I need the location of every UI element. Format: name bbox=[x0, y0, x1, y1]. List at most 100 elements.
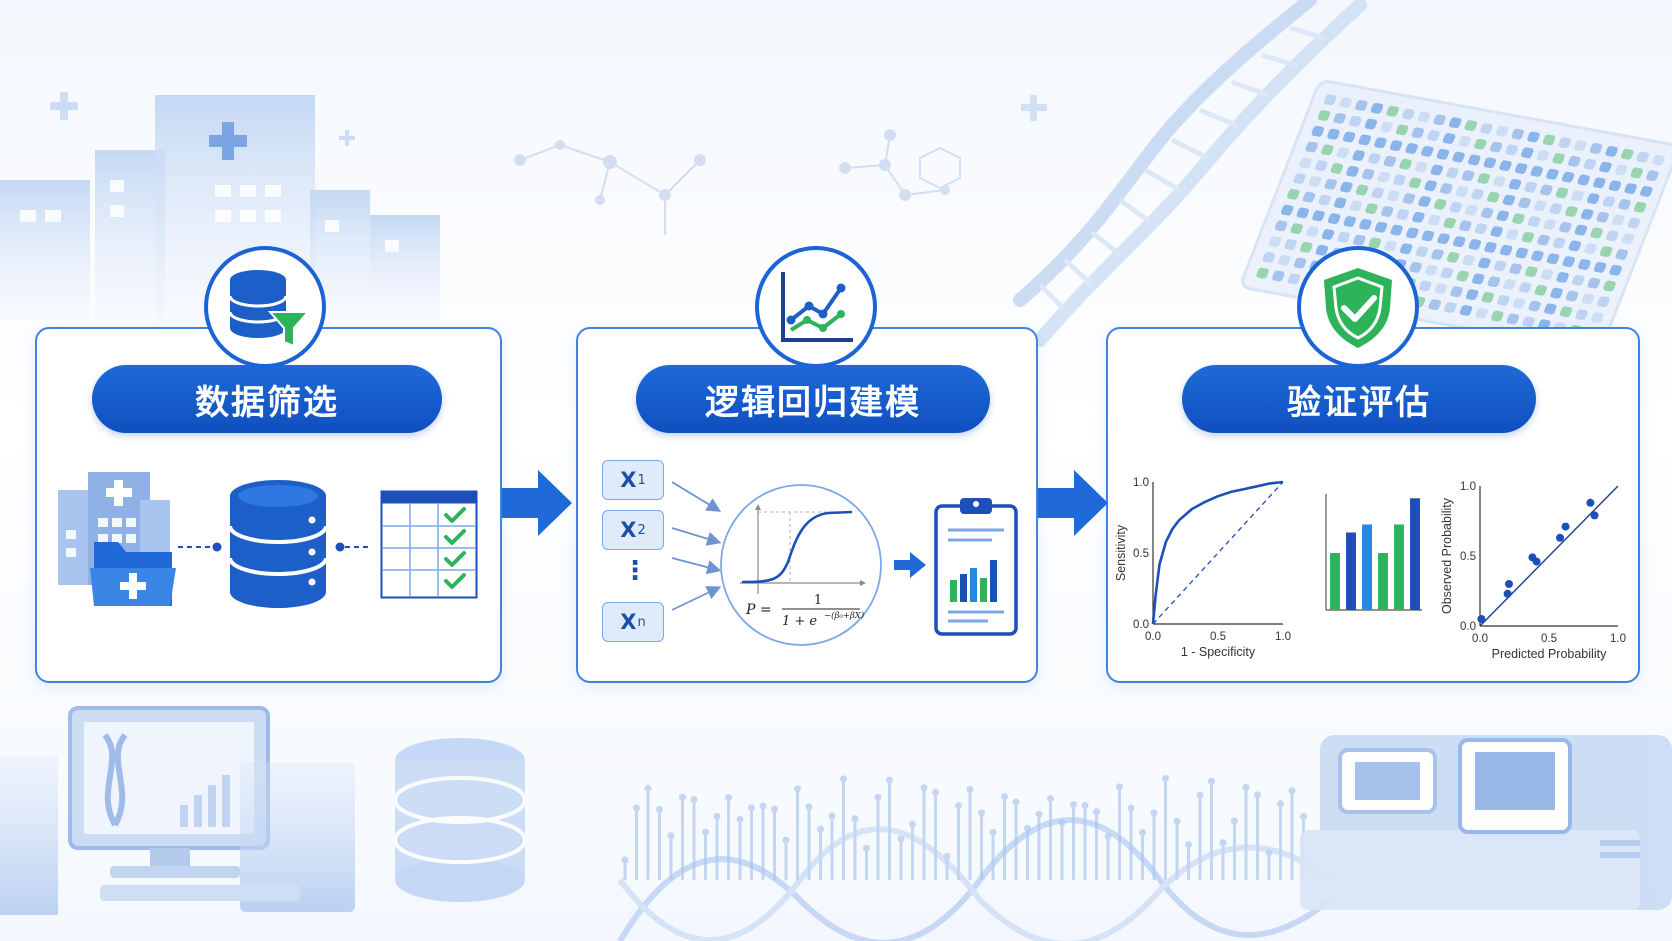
microarray-well bbox=[1448, 117, 1462, 129]
microarray-well bbox=[1534, 284, 1548, 296]
microarray-well bbox=[1521, 147, 1534, 159]
microarray-well bbox=[1293, 173, 1306, 184]
step-title-validation: 验证评估 bbox=[1182, 365, 1536, 433]
microarray-well bbox=[1575, 309, 1588, 321]
signal-dot bbox=[978, 809, 985, 817]
microarray-well bbox=[1468, 154, 1481, 166]
microarray-well bbox=[1440, 267, 1454, 279]
microarray-well bbox=[1442, 133, 1456, 144]
microarray-well bbox=[1489, 141, 1503, 153]
microarray-well bbox=[1333, 112, 1346, 124]
microarray-well bbox=[1300, 241, 1313, 253]
microarray-well bbox=[1477, 173, 1490, 184]
microarray-well bbox=[1505, 144, 1518, 156]
microarray-well bbox=[1474, 223, 1488, 235]
microarray-well bbox=[1499, 244, 1513, 256]
microarray-well bbox=[1506, 313, 1520, 325]
formula-lhs: P = bbox=[745, 602, 772, 618]
microarray-well bbox=[1589, 143, 1603, 154]
microarray-well bbox=[1584, 243, 1597, 255]
signal-dot bbox=[1173, 817, 1181, 825]
microarray-well bbox=[1605, 145, 1618, 157]
flow-arrow-1 bbox=[502, 470, 572, 536]
xn-sub: n bbox=[637, 614, 646, 630]
microarray-well bbox=[1546, 253, 1560, 265]
microarray-well bbox=[1618, 198, 1631, 210]
calib-y-tick-label: 1.0 bbox=[1460, 481, 1476, 493]
bar-chart bbox=[1325, 494, 1422, 611]
microarray-well bbox=[1621, 233, 1635, 245]
badge-step-2 bbox=[755, 246, 877, 368]
clipboard-report-icon bbox=[934, 498, 1018, 636]
bar-2 bbox=[1362, 524, 1372, 610]
molecule-icon bbox=[514, 129, 961, 235]
x1-sub: 1 bbox=[637, 472, 646, 488]
signal-dot bbox=[1047, 795, 1054, 803]
microarray-well bbox=[1440, 183, 1453, 194]
roc-x-tick-label: 1.0 bbox=[1275, 631, 1291, 643]
microarray-well bbox=[1480, 207, 1494, 219]
roc-x-tick-label: 0.5 bbox=[1210, 631, 1226, 643]
microarray-well bbox=[1502, 194, 1516, 206]
signal-dot bbox=[1081, 801, 1089, 809]
microarray-well bbox=[1389, 140, 1403, 152]
signal-dot bbox=[633, 804, 640, 812]
microarray-well bbox=[1358, 134, 1371, 146]
microarray-well bbox=[1487, 276, 1501, 288]
microarray-well bbox=[1533, 200, 1547, 212]
signal-dot bbox=[840, 775, 847, 783]
formula-denominator: 1 + e bbox=[782, 614, 817, 629]
microarray-well bbox=[1287, 188, 1300, 200]
signal-dot bbox=[644, 784, 652, 792]
microarray-well bbox=[1621, 148, 1634, 160]
microarray-well bbox=[1315, 244, 1329, 256]
calib-x-axis-label: Predicted Probability bbox=[1492, 647, 1607, 661]
input-arrows bbox=[671, 481, 722, 611]
microarray-well bbox=[1593, 177, 1606, 189]
microarray-well bbox=[1437, 233, 1450, 245]
microarray-well bbox=[1562, 256, 1575, 268]
microarray-well bbox=[1608, 180, 1622, 192]
ellipsis: ⋮ bbox=[622, 556, 648, 586]
microarray-well bbox=[1409, 261, 1422, 273]
microarray-well bbox=[1474, 138, 1487, 150]
microarray-well bbox=[1399, 158, 1412, 170]
microarray-well bbox=[1544, 303, 1557, 315]
step-title-logistic-regression: 逻辑回归建模 bbox=[636, 365, 990, 433]
microarray-well bbox=[1449, 201, 1463, 213]
signal-dot bbox=[1035, 810, 1043, 818]
microarray-well bbox=[1433, 198, 1447, 210]
microarray-well bbox=[1444, 302, 1457, 313]
microarray-well bbox=[1574, 224, 1588, 236]
microarray-well bbox=[1458, 135, 1471, 147]
microarray-well bbox=[1599, 161, 1612, 173]
microarray-well bbox=[1402, 193, 1416, 205]
microarray-well bbox=[1531, 250, 1544, 262]
signal-bars-icon bbox=[621, 774, 1307, 880]
microarray-well bbox=[1380, 121, 1393, 133]
signal-dot bbox=[1012, 798, 1020, 806]
calib-reference-line bbox=[1479, 485, 1619, 627]
microarray-well bbox=[1646, 170, 1659, 182]
microarray-well bbox=[1321, 144, 1334, 156]
roc-y-tick-label: 0.0 bbox=[1133, 619, 1149, 631]
microarray-well bbox=[1493, 260, 1507, 272]
bar-5 bbox=[1410, 498, 1420, 610]
microarray-well bbox=[1402, 108, 1415, 120]
microarray-well bbox=[1384, 240, 1397, 252]
microarray-well bbox=[1312, 210, 1325, 222]
microarray-well bbox=[1446, 251, 1460, 263]
microarray-well bbox=[1415, 246, 1429, 258]
microarray-well bbox=[1427, 214, 1441, 226]
microarray-well bbox=[1446, 167, 1459, 179]
microarray-well bbox=[1393, 174, 1406, 186]
database-icon bbox=[228, 480, 328, 608]
microarray-well bbox=[1580, 208, 1594, 220]
signal-dot bbox=[817, 825, 824, 833]
badge-step-3 bbox=[1297, 246, 1419, 368]
calib-point-7 bbox=[1586, 498, 1595, 507]
microarray-well bbox=[1339, 97, 1352, 109]
badge-step-1 bbox=[204, 246, 326, 368]
signal-dot bbox=[1150, 809, 1158, 817]
